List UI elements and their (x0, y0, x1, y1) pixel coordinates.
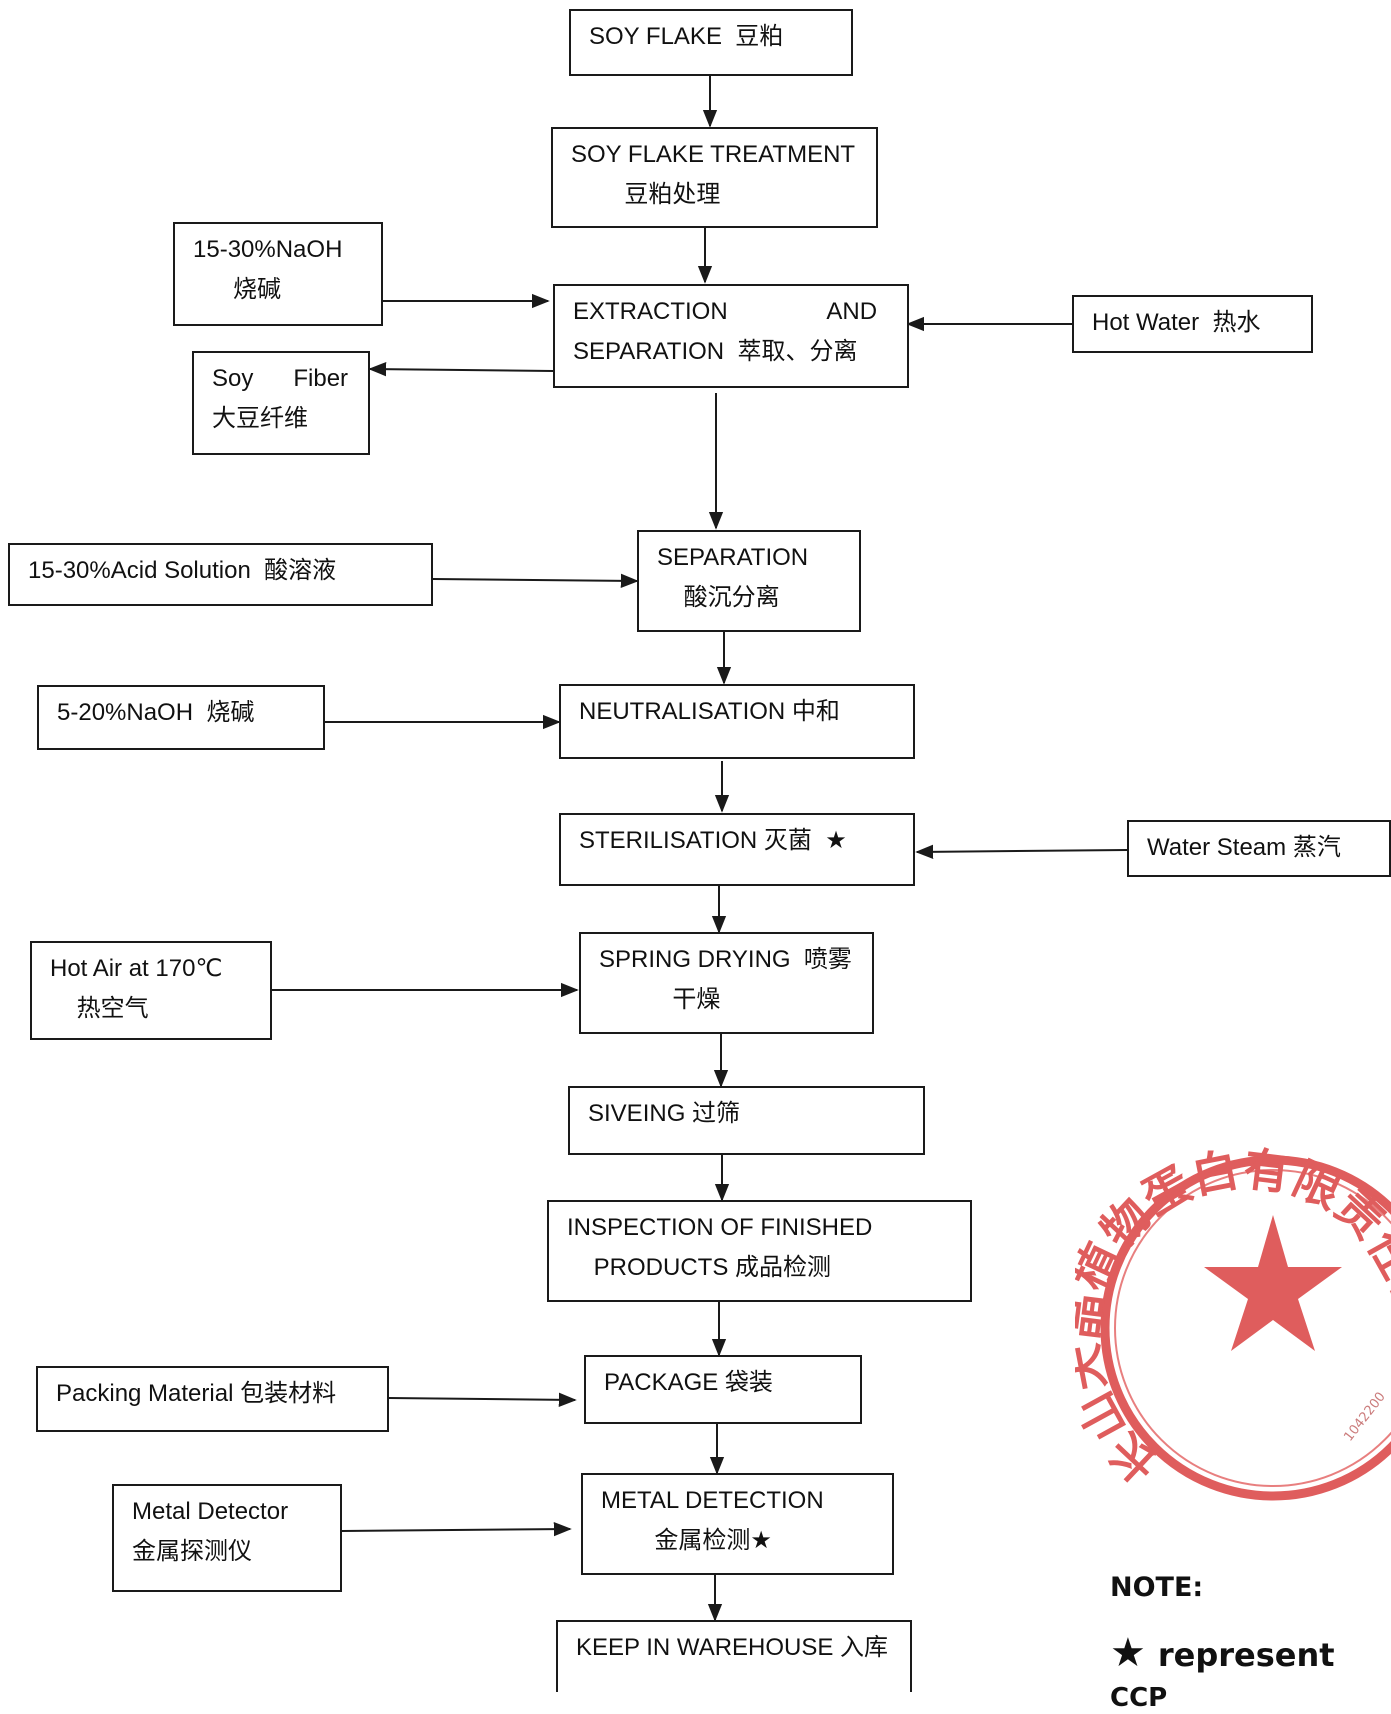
node-inspection: INSPECTION OF FINISHED PRODUCTS 成品检测 (547, 1200, 972, 1302)
node-siveing: SIVEING 过筛 (568, 1086, 925, 1155)
node-sterilisation: STERILISATION 灭菌 ★ (559, 813, 915, 886)
node-text: Hot Air at 170℃ (50, 955, 223, 982)
node-warehouse: KEEP IN WAREHOUSE 入库 (556, 1620, 912, 1692)
node-hot-water: Hot Water 热水 (1072, 295, 1313, 353)
node-metal-detection: METAL DETECTION 金属检测★ (581, 1473, 894, 1575)
node-text: STERILISATION 灭菌 ★ (579, 827, 847, 854)
node-neutralisation: NEUTRALISATION 中和 (559, 684, 915, 759)
star-icon: ★ (1110, 1630, 1146, 1676)
node-text: Packing Material 包装材料 (56, 1380, 337, 1407)
node-text: INSPECTION OF FINISHED (567, 1214, 873, 1241)
node-text: KEEP IN WAREHOUSE 入库 (576, 1634, 889, 1661)
node-text: SEPARATION 萃取、分离 (573, 338, 858, 365)
seal-number: 1042200 (1341, 1390, 1388, 1445)
arrow-extraction-to-fiber (368, 361, 554, 377)
node-text: 金属检测★ (601, 1527, 772, 1554)
node-text: 金属探测仪 (132, 1538, 252, 1565)
star-icon (1204, 1215, 1342, 1351)
node-text: 15-30%Acid Solution 酸溶液 (28, 557, 337, 584)
seal-text: 长山天晶植物蛋白有限责任公司 (1075, 1142, 1391, 1493)
node-naoh-2: 5-20%NaOH 烧碱 (37, 685, 325, 750)
node-text: SOY FLAKE 豆粕 (589, 23, 784, 50)
node-extraction: EXTRACTION AND SEPARATION 萃取、分离 (553, 284, 909, 388)
node-text: Metal Detector (132, 1498, 289, 1525)
node-text: SPRING DRYING 喷雾 (599, 946, 852, 973)
node-text: EXTRACTION AND (573, 298, 878, 325)
node-separation: SEPARATION 酸沉分离 (637, 530, 861, 632)
node-text: SIVEING 过筛 (588, 1100, 741, 1127)
node-text: PACKAGE 袋装 (604, 1369, 773, 1396)
node-text: Hot Water 热水 (1092, 309, 1261, 336)
node-hot-air: Hot Air at 170℃ 热空气 (30, 941, 272, 1040)
node-text: 15-30%NaOH (193, 236, 343, 263)
node-text: 干燥 (599, 986, 721, 1013)
node-text: PRODUCTS 成品检测 (567, 1254, 832, 1281)
arrow-steam-to-sterilisation (915, 844, 1128, 860)
arrow-packing-to-package (388, 1392, 577, 1408)
node-soy-flake: SOY FLAKE 豆粕 (569, 9, 853, 76)
node-soy-flake-treatment: SOY FLAKE TREATMENT 豆粕处理 (551, 127, 878, 228)
arrow-acid-to-separation (432, 573, 639, 589)
arrow-detector-to-metal (341, 1521, 572, 1537)
node-water-steam: Water Steam 蒸汽 (1127, 820, 1391, 877)
company-seal: 长山天晶植物蛋白有限责任公司 1042200 (1075, 1142, 1391, 1501)
node-text: SOY FLAKE TREATMENT (571, 141, 856, 168)
note-title: NOTE: (1110, 1572, 1204, 1603)
node-text: 酸沉分离 (657, 584, 780, 611)
node-text: 烧碱 (193, 276, 282, 303)
note-legend: ★ represent CCP (1110, 1630, 1391, 1714)
node-text: 大豆纤维 (212, 405, 308, 432)
note-text: represent (1157, 1636, 1335, 1674)
node-text: Soy Fiber (212, 365, 349, 392)
node-text: 热空气 (50, 995, 149, 1022)
node-naoh-1: 15-30%NaOH 烧碱 (173, 222, 383, 326)
node-text: 豆粕处理 (571, 181, 721, 208)
node-packing-material: Packing Material 包装材料 (36, 1366, 389, 1432)
note-abbr: CCP (1110, 1683, 1168, 1713)
node-package: PACKAGE 袋装 (584, 1355, 862, 1424)
node-text: METAL DETECTION (601, 1487, 824, 1514)
node-metal-detector: Metal Detector 金属探测仪 (112, 1484, 342, 1592)
node-text: Water Steam 蒸汽 (1147, 834, 1341, 861)
node-text: SEPARATION (657, 544, 809, 571)
node-spring-drying: SPRING DRYING 喷雾 干燥 (579, 932, 874, 1034)
node-acid-solution: 15-30%Acid Solution 酸溶液 (8, 543, 433, 606)
svg-text:长山天晶植物蛋白有限责任公司: 长山天晶植物蛋白有限责任公司 (1075, 1142, 1391, 1493)
node-soy-fiber: Soy Fiber 大豆纤维 (192, 351, 370, 455)
node-text: 5-20%NaOH 烧碱 (57, 699, 255, 726)
node-text: NEUTRALISATION 中和 (579, 698, 840, 725)
